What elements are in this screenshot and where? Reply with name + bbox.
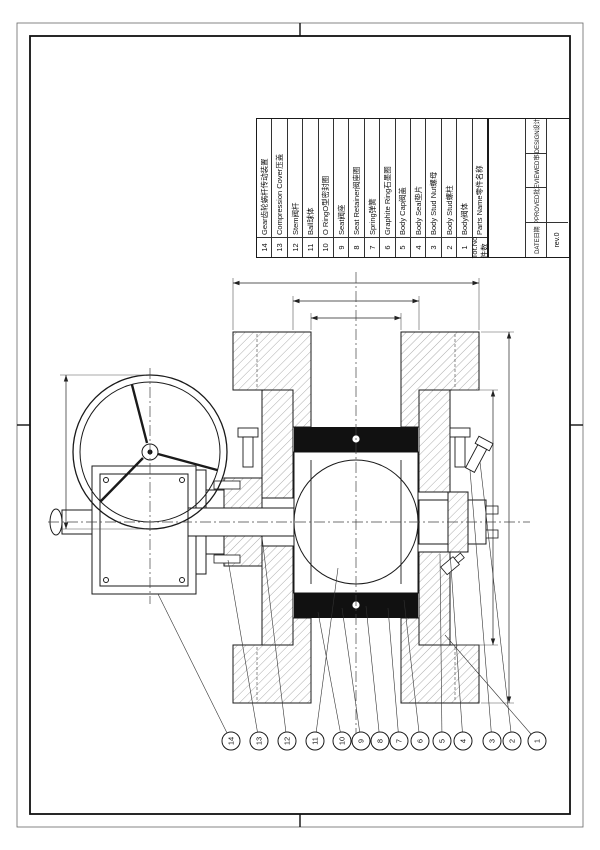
parts-table-row: 12 Stem阀杆 bbox=[286, 119, 303, 257]
title-block-labels: DATE日期 APPROVED批准 REVIEWED审核 DESIGN设计 bbox=[526, 119, 547, 257]
part-name: Body Cap阀盖 bbox=[398, 187, 408, 235]
title-block-rev-row: rev.0 bbox=[547, 119, 568, 257]
svg-text:10: 10 bbox=[338, 737, 347, 745]
balloon-13: 13 bbox=[249, 731, 269, 751]
leader-lines bbox=[157, 461, 538, 742]
part-number: 10 bbox=[318, 237, 334, 257]
frame-center-marks bbox=[17, 23, 583, 827]
part-number: 7 bbox=[364, 237, 380, 257]
parts-table-row: 10 O RingO型密封圈 bbox=[317, 119, 334, 257]
balloon-5: 5 bbox=[432, 731, 452, 751]
part-number: 13 bbox=[272, 237, 287, 257]
parts-table-row: 7 Spring弹簧 bbox=[363, 119, 380, 257]
parts-table-row: 13 Compression Cover压盖 bbox=[271, 119, 287, 257]
parts-table-row: 5 Body Cap阀盖 bbox=[394, 119, 411, 257]
date-label: DATE日期 bbox=[526, 222, 546, 257]
balloon-12: 12 bbox=[277, 731, 297, 751]
parts-table-row: 2 Body Stud螺柱 bbox=[440, 119, 457, 257]
balloon-11: 11 bbox=[305, 731, 325, 751]
part-number: 4 bbox=[411, 237, 426, 257]
parts-table-row: 6 Graphite Ring石墨圈 bbox=[379, 119, 395, 257]
balloon-8: 8 bbox=[370, 731, 390, 751]
svg-text:3: 3 bbox=[488, 739, 497, 743]
svg-text:1: 1 bbox=[533, 739, 542, 743]
design-label: DESIGN设计 bbox=[534, 119, 541, 153]
balloon-6: 6 bbox=[410, 731, 430, 751]
part-name: Body Stud Nut螺母 bbox=[429, 171, 439, 235]
flange-bolt-lines bbox=[256, 334, 456, 701]
svg-text:12: 12 bbox=[283, 737, 292, 745]
part-name: Seat阀座 bbox=[336, 204, 346, 235]
svg-text:9: 9 bbox=[357, 739, 366, 743]
balloon-9: 9 bbox=[351, 731, 371, 751]
part-name: Gear齿轮蜗杆传动装置 bbox=[259, 158, 269, 235]
parts-table-row: 11 Ball球体 bbox=[302, 119, 318, 257]
balloon-14: 14 bbox=[221, 731, 241, 751]
part-number: 9 bbox=[334, 237, 349, 257]
part-number: 2 bbox=[441, 237, 457, 257]
part-name: Compression Cover压盖 bbox=[275, 153, 285, 235]
part-number: 8 bbox=[349, 237, 364, 257]
part-number: 5 bbox=[395, 237, 411, 257]
part-name: O RingO型密封圈 bbox=[321, 175, 331, 235]
svg-text:11: 11 bbox=[311, 737, 320, 745]
drain-plug bbox=[440, 552, 465, 576]
part-number: 3 bbox=[426, 237, 441, 257]
parts-table-row: 9 Seat阀座 bbox=[333, 119, 349, 257]
reviewed-label: REVIEWED审核 bbox=[526, 152, 546, 188]
balloon-1: 1 bbox=[527, 731, 547, 751]
parts-table-row: 3 Body Stud Nut螺母 bbox=[425, 119, 441, 257]
svg-text:5: 5 bbox=[438, 739, 447, 743]
title-block: DATE日期 APPROVED批准 REVIEWED审核 DESIGN设计 re… bbox=[488, 118, 570, 258]
title-block-blank bbox=[489, 119, 526, 257]
part-name: Ball球体 bbox=[305, 207, 315, 235]
parts-table-row: 4 Body Seal垫片 bbox=[410, 119, 426, 257]
centerlines bbox=[48, 272, 530, 735]
balloon-2: 2 bbox=[502, 731, 522, 751]
balloon-3: 3 bbox=[482, 731, 502, 751]
approved-label: APPROVED批准 bbox=[526, 187, 546, 223]
svg-text:2: 2 bbox=[508, 739, 517, 743]
balloon-10: 10 bbox=[332, 731, 352, 751]
parts-table-row: 8 Seat Retainer阀座圈 bbox=[348, 119, 364, 257]
sheet-frame bbox=[16, 22, 584, 828]
svg-text:8: 8 bbox=[376, 739, 385, 743]
svg-text:7: 7 bbox=[395, 739, 404, 743]
parts-qty-header: Tot.No件数 bbox=[469, 236, 489, 259]
parts-table-row: 14 Gear齿轮蜗杆传动装置 bbox=[257, 119, 272, 257]
gearbox bbox=[49, 465, 197, 595]
svg-text:14: 14 bbox=[227, 737, 236, 745]
part-name: Stem阀杆 bbox=[290, 202, 300, 235]
part-name: Seat Retainer阀座圈 bbox=[352, 166, 362, 235]
part-number: 12 bbox=[287, 237, 303, 257]
balloon-callouts: 14 13 12 11 10 9 8 7 6 5 4 3 2 1 bbox=[221, 731, 547, 751]
svg-text:4: 4 bbox=[459, 739, 468, 743]
parts-name-header: Parts Name零件名称 bbox=[475, 165, 485, 235]
part-name: Spring弹簧 bbox=[367, 198, 377, 235]
balloon-4: 4 bbox=[453, 731, 473, 751]
part-name: Body阀体 bbox=[459, 202, 469, 235]
part-name: Body Stud螺柱 bbox=[444, 185, 454, 235]
part-number: 14 bbox=[257, 237, 272, 257]
part-number: 11 bbox=[303, 237, 318, 257]
rev-label: rev.0 bbox=[547, 222, 568, 257]
part-name: Graphite Ring石墨圈 bbox=[382, 166, 392, 235]
svg-text:13: 13 bbox=[255, 737, 264, 745]
part-number: 6 bbox=[380, 237, 395, 257]
balloon-7: 7 bbox=[389, 731, 409, 751]
svg-text:6: 6 bbox=[416, 739, 425, 743]
part-name: Body Seal垫片 bbox=[413, 185, 423, 235]
